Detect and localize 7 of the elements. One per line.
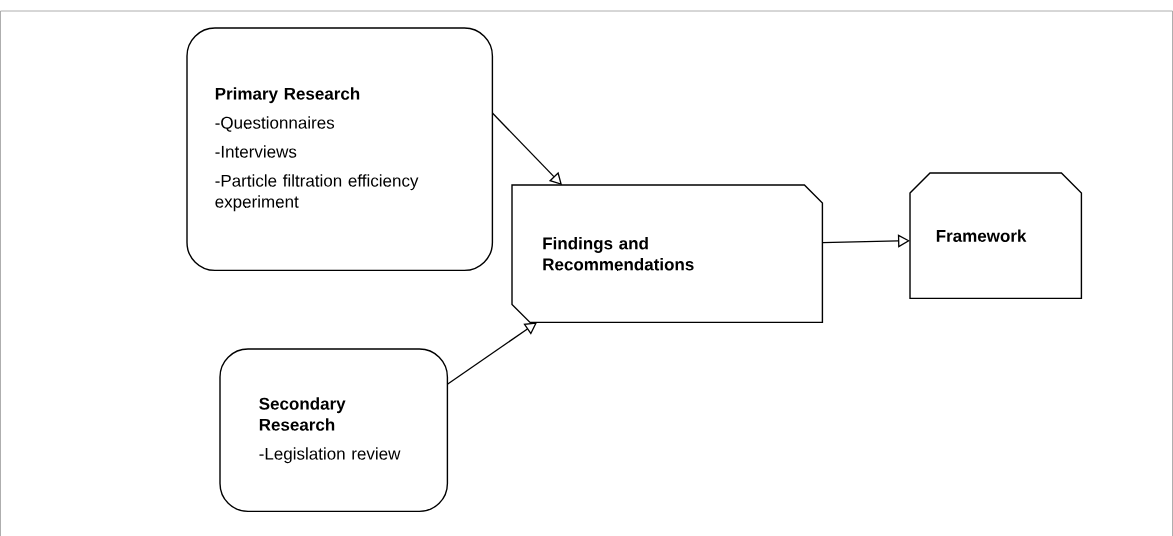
block-arrow — [821, 234, 910, 248]
research-box: Primary Research -Questionnaires -Interviews -Particle filtration efficiency experiment — [186, 27, 494, 272]
block-arrow — [446, 322, 537, 385]
block-arrow — [491, 112, 562, 185]
framework-box: Framework — [909, 172, 1083, 300]
findings-box: Findings and Recommendations — [511, 184, 824, 324]
research-box: Secondary Research -Legislation review — [219, 348, 449, 513]
